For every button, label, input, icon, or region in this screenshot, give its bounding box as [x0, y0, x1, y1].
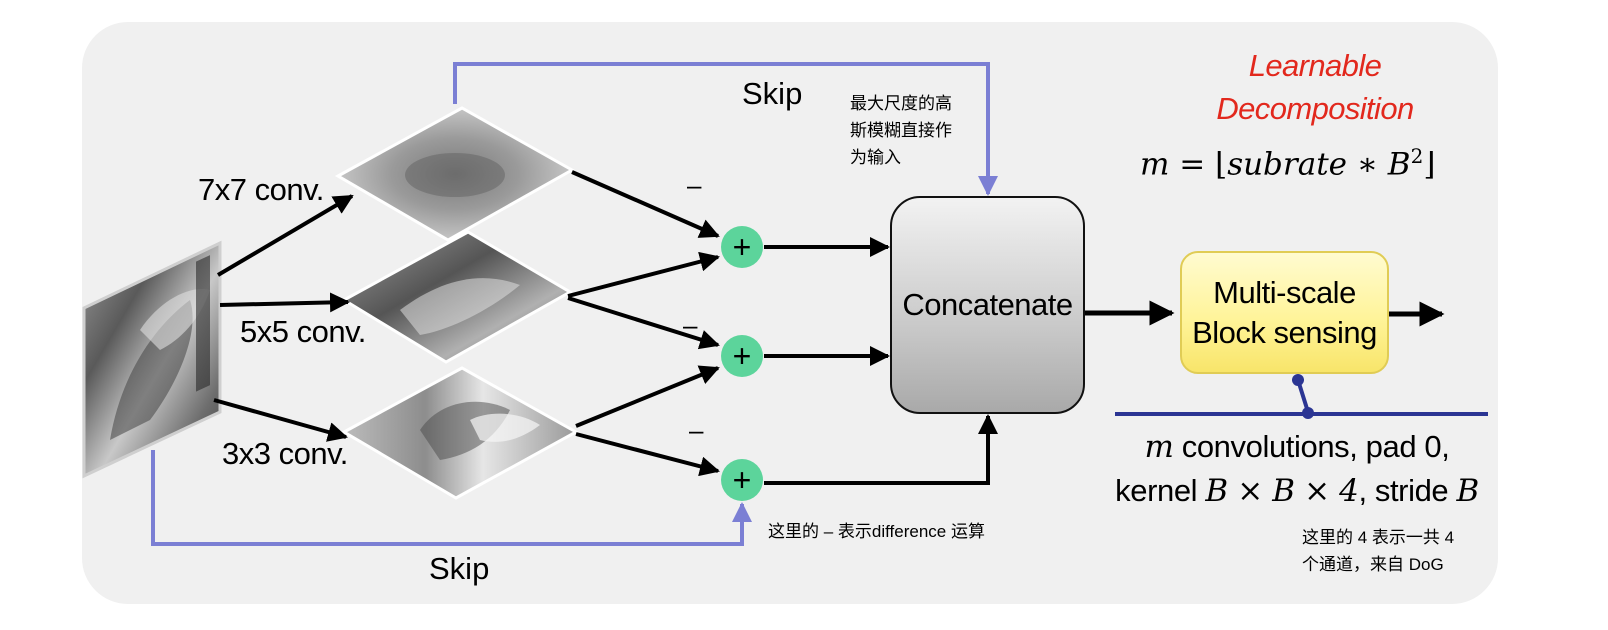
formula-eq: = ⌊ [1169, 146, 1228, 183]
conv3-label: 3x3 conv. [222, 436, 348, 471]
arrow-conv5 [219, 292, 350, 313]
arrow-7-to-plus1 [571, 170, 720, 238]
arrow-conv7 [216, 194, 354, 277]
conv-desc-stride: , stride [1358, 473, 1457, 508]
conv-desc-line2: kernel B × B × 4, stride B [1112, 469, 1482, 513]
blur-image-3x3 [340, 366, 580, 500]
concatenate-label: Concatenate [902, 287, 1073, 322]
arrow-plus3-to-concat [764, 414, 998, 485]
skip-bottom-label: Skip [429, 551, 490, 586]
formula-close: ⌋ [1423, 146, 1436, 183]
minus-sign-3: – [689, 415, 704, 445]
bottom-note: 这里的 – 表示difference 运算 [768, 522, 985, 541]
blur-image-5x5 [341, 230, 574, 364]
plus-sign-2: + [733, 338, 752, 374]
minus-sign-2: – [683, 310, 698, 340]
plus-sign-1: + [733, 229, 752, 265]
arrow-3-to-plus2 [575, 365, 720, 428]
conv-desc-dims: B × B × 4 [1205, 473, 1359, 509]
channel-note-line1: 这里的 4 表示一共 4 [1302, 528, 1455, 547]
top-note: 最大尺度的高 斯模糊直接作 为输入 [850, 90, 952, 171]
learnable-line1: Learnable [1248, 48, 1382, 83]
plus-sign-3: + [733, 462, 752, 498]
difference-node-3 [721, 459, 763, 501]
blur-image-7x7 [334, 106, 576, 242]
top-note-line3: 为输入 [850, 148, 901, 167]
conv7-label: 7x7 conv. [198, 172, 324, 207]
block-sensing-line1: Multi-scale [1213, 274, 1356, 310]
arrow-5-to-plus2 [567, 296, 720, 350]
subrate-formula: m = ⌊subrate ∗ B2⌋ [1140, 144, 1435, 182]
skip-top-label: Skip [742, 76, 803, 111]
conv-pin-bottom [1302, 407, 1314, 419]
input-image [82, 240, 222, 479]
learnable-title: Learnable Decomposition [1170, 44, 1460, 130]
top-note-line2: 斯模糊直接作 [850, 121, 952, 140]
arrow-conv3 [213, 398, 348, 442]
minus-sign-1: – [687, 170, 702, 200]
skip-connection-top [453, 62, 998, 196]
conv-pin-top [1292, 374, 1304, 386]
channel-note-line2: 个通道，来自 DoG [1302, 555, 1444, 574]
conv-desc-rest: convolutions, pad 0, [1173, 429, 1450, 464]
arrow-3-to-plus3 [575, 432, 720, 477]
top-note-line1: 最大尺度的高 [850, 94, 952, 113]
difference-node-1 [721, 226, 763, 268]
arrow-5-to-plus1 [567, 251, 720, 298]
formula-b: B [1387, 146, 1411, 183]
difference-node-2 [721, 335, 763, 377]
conv-desc-kernel: kernel [1115, 473, 1206, 508]
formula-m: m [1140, 146, 1170, 183]
formula-subrate: subrate [1227, 146, 1348, 183]
skip-connection-bottom [151, 450, 752, 546]
block-sensing-line2: Block sensing [1192, 314, 1377, 350]
conv-desc-line1: m convolutions, pad 0, [1112, 425, 1482, 469]
conv-desc-b: B [1456, 473, 1479, 509]
block-sensing-box: Multi-scale Block sensing [1180, 251, 1389, 374]
learnable-line2: Decomposition [1216, 91, 1414, 126]
formula-exp: 2 [1410, 144, 1424, 168]
channel-note: 这里的 4 表示一共 4 个通道，来自 DoG [1302, 524, 1454, 578]
formula-op: ∗ [1347, 146, 1388, 183]
conv5-label: 5x5 conv. [240, 314, 366, 349]
conv-description: m convolutions, pad 0, kernel B × B × 4,… [1112, 425, 1482, 513]
concatenate-box: Concatenate [890, 196, 1085, 414]
conv-desc-m: m [1144, 429, 1174, 465]
